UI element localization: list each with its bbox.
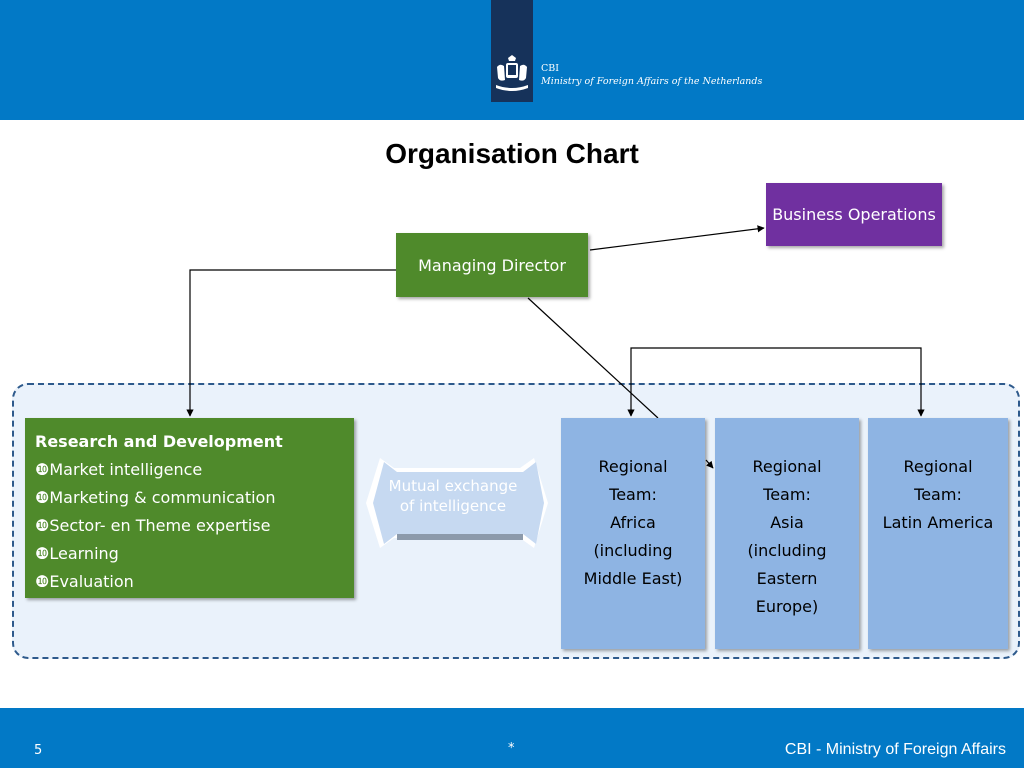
- research-item: ❿Learning: [35, 544, 119, 563]
- research-development-box: Research and Development ❿Market intelli…: [25, 418, 354, 598]
- page-number: 5: [34, 743, 43, 758]
- region-line: Europe): [755, 597, 819, 616]
- page-title: Organisation Chart: [385, 138, 639, 169]
- connector-md-to-asia-tail: [705, 459, 714, 469]
- logo-bar: [491, 0, 533, 102]
- brand-text: CBI Ministry of Foreign Affairs of the N…: [541, 62, 762, 88]
- connector-md-to-africa: [527, 297, 659, 419]
- footer-center-mark: *: [508, 741, 515, 756]
- managing-director-box: Managing Director: [396, 233, 588, 297]
- research-item: ❿Evaluation: [35, 572, 134, 591]
- research-item: ❿Sector- en Theme expertise: [35, 516, 271, 535]
- connector-md-to-research: [186, 269, 396, 417]
- region-line: Africa: [610, 513, 656, 532]
- footer-bar: [0, 708, 1024, 768]
- brand-short: CBI: [541, 63, 560, 74]
- footer-ministry: CBI - Ministry of Foreign Affairs: [784, 741, 1006, 758]
- region-line: Latin America: [882, 513, 994, 532]
- exchange-double-arrow: [366, 458, 548, 548]
- region-line: Asia: [770, 513, 804, 532]
- header-bar: CBI Ministry of Foreign Affairs of the N…: [0, 0, 1024, 120]
- region-line: Team:: [914, 485, 962, 504]
- research-items: ❿Market intelligence ❿Marketing & communi…: [35, 456, 344, 596]
- coat-of-arms-icon: [496, 55, 528, 91]
- region-line: (including: [747, 541, 827, 560]
- business-operations-box: Business Operations: [766, 183, 942, 246]
- research-heading: Research and Development: [35, 432, 283, 451]
- brand-full: Ministry of Foreign Affairs of the Nethe…: [541, 76, 763, 87]
- region-line: Regional: [752, 457, 822, 476]
- region-line: Middle East): [583, 569, 683, 588]
- region-line: Team:: [609, 485, 657, 504]
- connector-md-to-business-ops: [589, 225, 765, 251]
- region-line: Team:: [763, 485, 811, 504]
- region-line: Eastern: [756, 569, 818, 588]
- research-item: ❿Market intelligence: [35, 460, 203, 479]
- region-line: Regional: [903, 457, 973, 476]
- region-line: Regional: [598, 457, 668, 476]
- region-line: (including: [593, 541, 673, 560]
- exchange-label: Mutual exchange of intelligence: [388, 477, 518, 515]
- research-item: ❿Marketing & communication: [35, 488, 276, 507]
- connector-regional-bracket: [627, 347, 925, 417]
